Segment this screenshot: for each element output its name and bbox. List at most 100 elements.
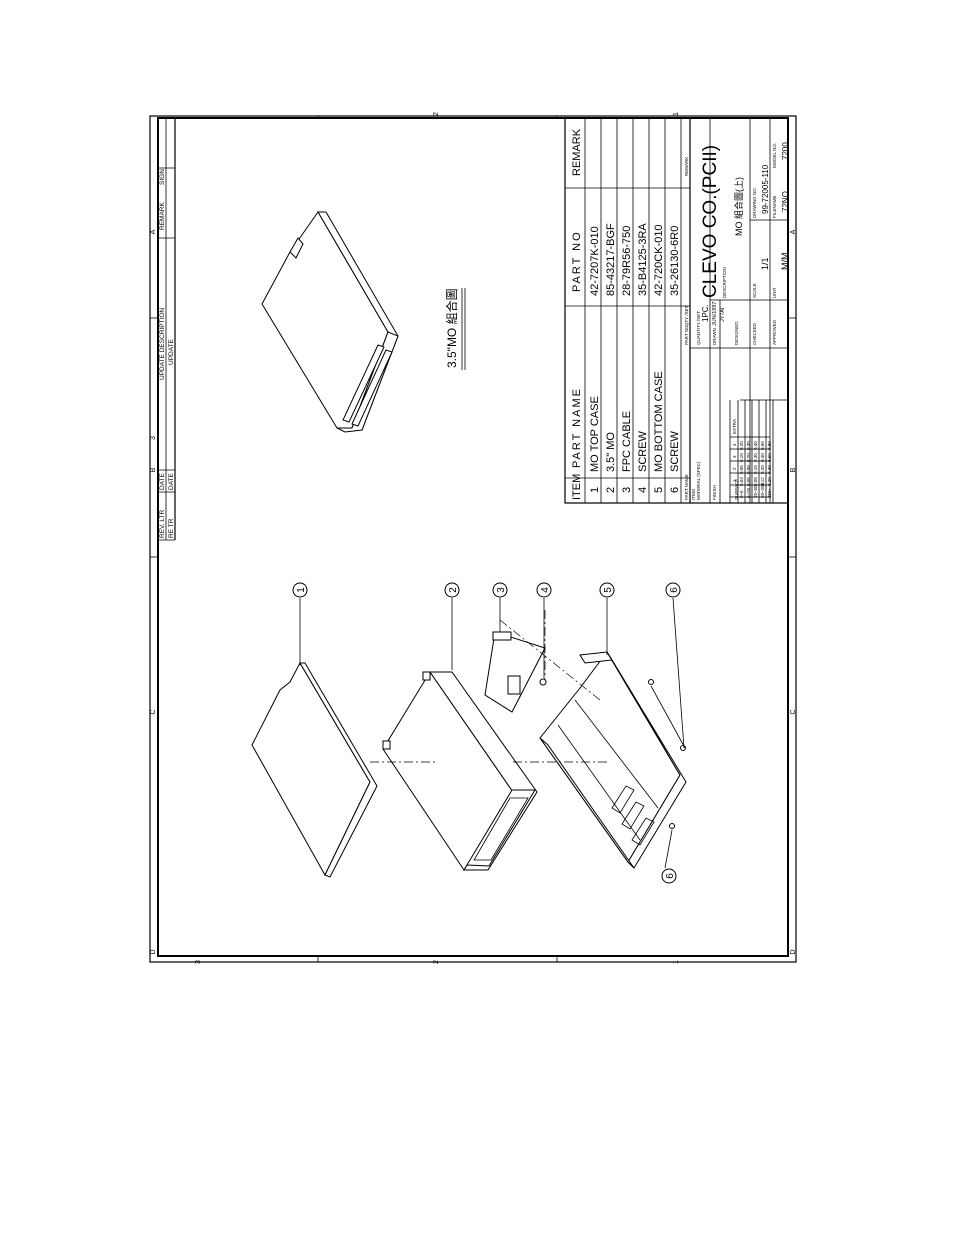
zone-top-2: 2 xyxy=(433,112,440,116)
part-number: 28-79R56-750 xyxy=(621,226,633,296)
tolerance-cell: 0.50 xyxy=(767,453,772,462)
drawn-label: DRAWN xyxy=(712,328,717,345)
part-item-4: 4 xyxy=(637,487,649,493)
drawing-no-value: 99-72005-110 xyxy=(761,164,770,214)
balloon-label-1: 1 xyxy=(296,587,307,593)
balloon-circle xyxy=(536,582,552,598)
tolerance-cell: 0.12 xyxy=(760,477,765,486)
balloon-label-3: 3 xyxy=(496,587,507,593)
item-small-label: ITEM xyxy=(691,489,696,500)
tolerance-header-cell: 3 xyxy=(732,455,737,458)
part-number: 42-7207K-010 xyxy=(589,226,601,296)
tolerance-header-cell: 4 xyxy=(732,443,737,446)
tolerance-cell: 0.10 xyxy=(739,453,744,462)
balloon-circle xyxy=(444,582,460,598)
part-no-small-label: PART NO. xyxy=(684,324,689,345)
balloon-label-4: 4 xyxy=(540,587,551,593)
tolerance-cell: 0.10 xyxy=(753,465,758,474)
scale-label: SCALE xyxy=(752,283,757,298)
remark-small-label: REMARK xyxy=(684,157,689,176)
part-name: 3.5" MO xyxy=(605,432,617,472)
part-number: 85-43217-BGF xyxy=(605,223,617,296)
finish-label: FINISH xyxy=(712,485,717,500)
part-number: 42-720CK-010 xyxy=(653,224,665,296)
tolerance-header-cell: 2 xyxy=(732,467,737,470)
balloon-circle xyxy=(661,868,677,884)
zone-bottom-2: 2 xyxy=(433,960,440,964)
description-label: DESCRIPTION xyxy=(722,267,727,298)
fpc-cable-part xyxy=(484,631,546,713)
tolerance-cell: 0.30 xyxy=(767,465,772,474)
remark-label: REMARK xyxy=(159,202,166,230)
zone-right-c: C xyxy=(790,709,797,714)
description-value: MO 組合圖(上) xyxy=(733,177,744,236)
re-tr-label: RE TR xyxy=(168,518,175,538)
part-number: 35-B4125-3RA xyxy=(637,223,649,296)
item-header: ITEM xyxy=(571,474,583,500)
tolerance-cell: 0.20 xyxy=(767,477,772,486)
balloon-circle xyxy=(292,582,308,598)
material-spec-label: MATERIAL (SPEC) xyxy=(696,461,701,500)
zone-markers: 3 2 1 3 2 1 D C B A D C B A xyxy=(150,112,797,964)
quantity-set-label: QUANTITY /SET xyxy=(696,311,701,345)
part-item-2: 2 xyxy=(605,487,617,493)
tolerance-cell: 0.20 xyxy=(760,465,765,474)
model-no-value: 7200 xyxy=(781,142,790,160)
balloon-label-6: 6 xyxy=(669,587,680,593)
zone-ticks xyxy=(150,116,796,962)
revision-block: REV. LTR RE TR DATE DATE UPDATE DESCRIPT… xyxy=(158,118,176,541)
balloon-circle xyxy=(599,582,615,598)
inner-border xyxy=(157,117,789,957)
part-name-header: PART NAME xyxy=(571,387,583,468)
tolerance-header-cell: EXTRA xyxy=(732,419,737,434)
part-item-5: 5 xyxy=(653,487,665,493)
tolerance-cell: 0.08 xyxy=(753,477,758,486)
top-case-part xyxy=(251,661,371,877)
tolerance-cell: 6~25 xyxy=(746,487,751,498)
scale-value: 1/1 xyxy=(760,257,770,270)
sign-label: SIGN xyxy=(159,169,166,185)
tolerance-table: 1234EXTRA0~60.030.050.100.206~250.050.08… xyxy=(729,400,774,503)
outer-border xyxy=(149,115,797,963)
tolerance-cell: 0.40 xyxy=(753,441,758,450)
tolerance-cell: 0.30 xyxy=(753,453,758,462)
exploded-view xyxy=(251,597,687,878)
part-name-small-label: PART NAME xyxy=(684,474,689,500)
balloon-circle xyxy=(665,582,681,598)
balloon-label-2: 2 xyxy=(448,587,459,593)
part-name: SCREW xyxy=(637,430,649,472)
tolerance-header-cell: 1 xyxy=(732,479,737,482)
date-label: DATE xyxy=(159,472,166,490)
qty-set-label: QTY /SET xyxy=(684,305,689,326)
balloon-label-5: 5 xyxy=(603,587,614,593)
model-no-label: MODEL NO. xyxy=(772,143,777,168)
unit-value: M/M xyxy=(780,253,790,271)
drawing-no-label: DRAWING NO. xyxy=(752,187,757,218)
part-name: SCREW xyxy=(669,430,681,472)
unit-label: UNIT xyxy=(772,287,777,298)
zone-right-a: A xyxy=(790,229,797,234)
tolerance-cell: 25~50 xyxy=(753,485,758,498)
zone-left-c: C xyxy=(150,709,157,714)
tolerance-cell: 50~250 xyxy=(760,482,765,498)
zone-right-d: D xyxy=(790,949,797,954)
zone-top-1: 1 xyxy=(673,112,680,116)
drawn-by-value: JYTAI xyxy=(720,307,726,322)
part-name: MO BOTTOM CASE xyxy=(653,371,665,472)
zone-top-3: 3 xyxy=(150,436,157,440)
part-item-3: 3 xyxy=(621,487,633,493)
designed-label: DESIGNED xyxy=(734,321,739,345)
part-name: FPC CABLE xyxy=(621,411,633,472)
date-label-2: DATE xyxy=(168,472,175,490)
balloon-label-6: 6 xyxy=(665,873,676,879)
screw-4 xyxy=(539,678,547,686)
checked-label: CHECKED xyxy=(752,322,757,345)
balloon-circle xyxy=(492,582,508,598)
remark-header: REMARK xyxy=(571,128,583,176)
surface-label: SURFACE xyxy=(734,479,739,500)
rev-ltr-label: REV. LTR xyxy=(159,510,166,538)
tolerance-cell: 0.80 xyxy=(767,441,772,450)
quantity-set-value: 1PC. xyxy=(701,304,710,322)
